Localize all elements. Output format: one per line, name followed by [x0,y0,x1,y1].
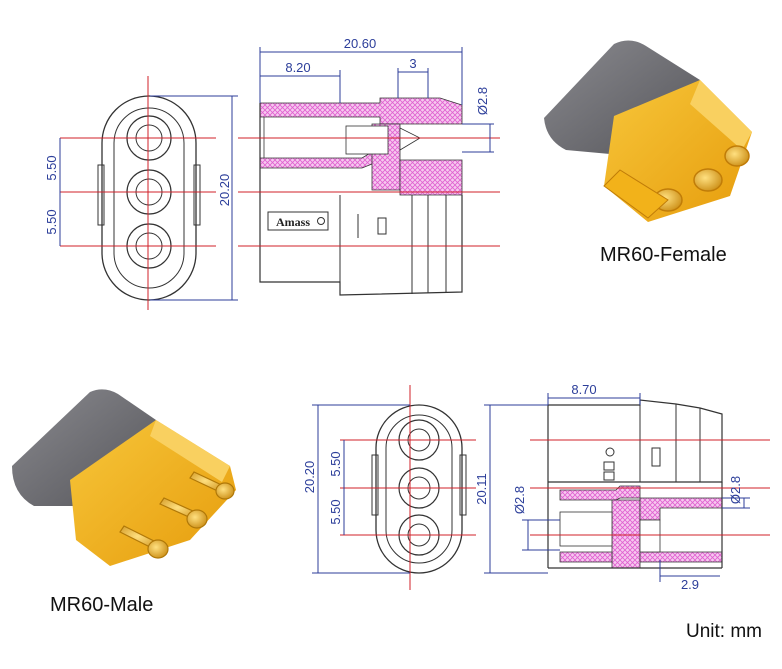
female-pin-dia-dim: Ø2.8 [475,87,490,115]
male-connector-photo [12,389,236,566]
female-height-dim: 20.20 [217,174,232,207]
male-front-view [312,385,476,590]
female-caption: MR60-Female [600,244,727,266]
male-side-view [484,393,770,582]
male-pin-dia-left-dim: Ø2.8 [512,486,527,514]
female-overall-length-dim: 20.60 [344,36,377,51]
male-body-length-dim: 8.70 [571,382,596,397]
male-height-side-dim: 20.11 [474,473,489,505]
female-body-length-dim: 8.20 [285,60,310,75]
male-height-dim: 20.20 [302,461,317,494]
female-pin-gap-dim: 3 [409,56,416,71]
female-connector-photo [544,40,752,222]
male-pitch-top-dim: 5.50 [328,451,343,476]
male-pin-dia-right-dim: Ø2.8 [728,476,743,504]
male-pin-ext-dim: 2.9 [681,577,699,592]
female-pitch-bottom-dim: 5.50 [44,209,59,234]
female-pitch-top-dim: 5.50 [44,155,59,180]
female-brand-text: Amass [276,215,310,229]
unit-caption: Unit: mm [686,621,762,642]
female-side-view: Amass [238,47,500,296]
female-front-view [59,76,238,310]
male-caption: MR60-Male [50,594,154,616]
male-pitch-bottom-dim: 5.50 [328,499,343,524]
